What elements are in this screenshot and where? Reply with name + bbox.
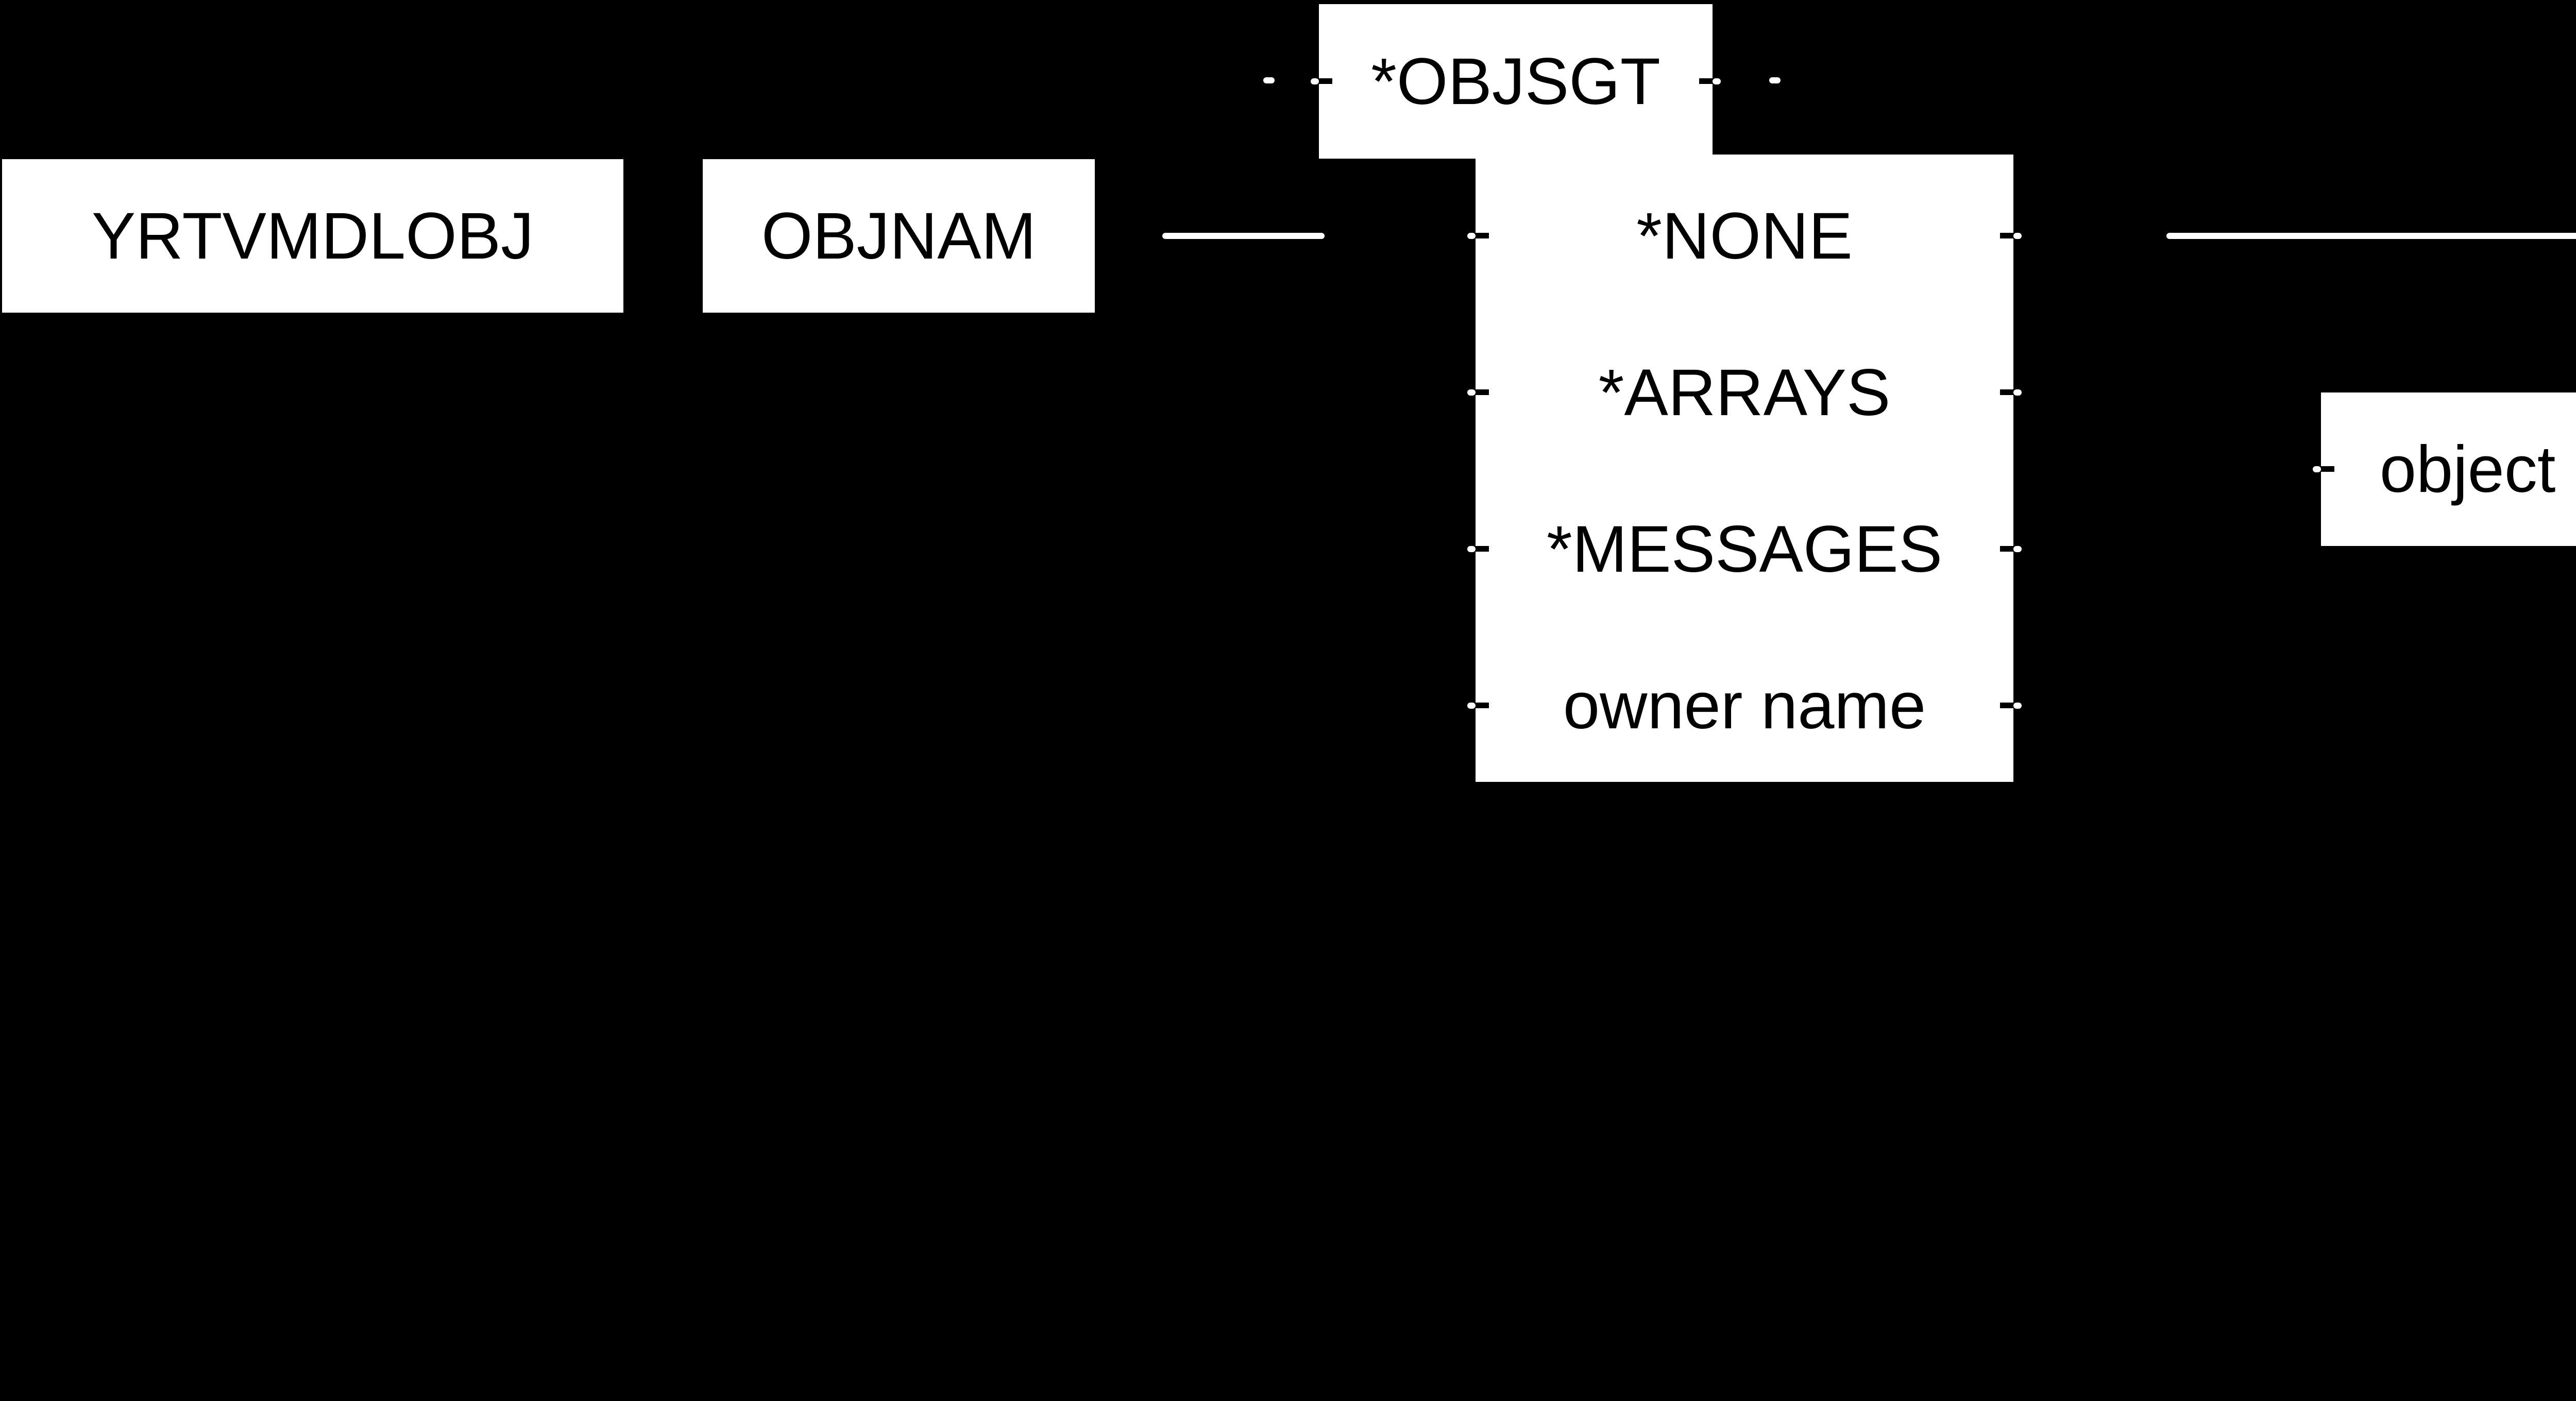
command-label: YRTVMDLOBJ — [91, 199, 534, 273]
connector-cap-left — [1263, 77, 1275, 83]
connector-stub — [2013, 233, 2022, 239]
rail-segment-middle — [2166, 233, 2576, 239]
connector-stub — [2013, 703, 2022, 709]
connector-stub — [1467, 389, 1476, 396]
connector-tick — [2000, 703, 2013, 708]
option-row: owner name — [1467, 659, 2022, 752]
object-name-label: object name — [2379, 432, 2576, 506]
connector-stub — [1467, 546, 1476, 552]
owner-options-group: *NONE *ARRAYS *MESSAGES owner name — [1467, 155, 2022, 782]
connector-tick — [2000, 389, 2013, 395]
connector-tick — [1476, 546, 1489, 552]
connector-stub — [2313, 466, 2321, 472]
connector-tick — [1699, 78, 1713, 84]
connector-tick — [1476, 233, 1489, 238]
connector-tick — [2000, 546, 2013, 552]
rail-segment-after-parameter — [1162, 233, 1325, 239]
option-row: *ARRAYS — [1467, 346, 2022, 439]
connector-tick — [1319, 78, 1332, 84]
connector-stub — [1467, 233, 1476, 239]
connector-stub — [2013, 546, 2022, 552]
connector-tick — [2321, 466, 2334, 472]
command-box: YRTVMDLOBJ — [2, 159, 623, 313]
connector-stub — [1311, 78, 1319, 84]
object-name-box: object name — [2313, 392, 2576, 546]
connector-stub — [2013, 389, 2022, 396]
default-option-box: *OBJSGT — [1311, 4, 1721, 159]
option-label: *MESSAGES — [1546, 512, 1943, 586]
option-row: *NONE — [1467, 190, 2022, 282]
connector-tick — [1476, 703, 1489, 708]
option-label: owner name — [1563, 669, 1926, 743]
option-row: *MESSAGES — [1467, 503, 2022, 595]
option-label: *NONE — [1636, 199, 1853, 273]
parameter-box: OBJNAM — [703, 159, 1095, 313]
connector-tick — [1476, 389, 1489, 395]
connector-cap-right — [1769, 77, 1781, 83]
default-option-label: *OBJSGT — [1371, 44, 1660, 118]
option-label: *ARRAYS — [1598, 355, 1891, 430]
connector-stub — [1467, 703, 1476, 709]
parameter-label: OBJNAM — [761, 199, 1037, 273]
connector-tick — [2000, 233, 2013, 238]
connector-stub — [1713, 78, 1721, 84]
